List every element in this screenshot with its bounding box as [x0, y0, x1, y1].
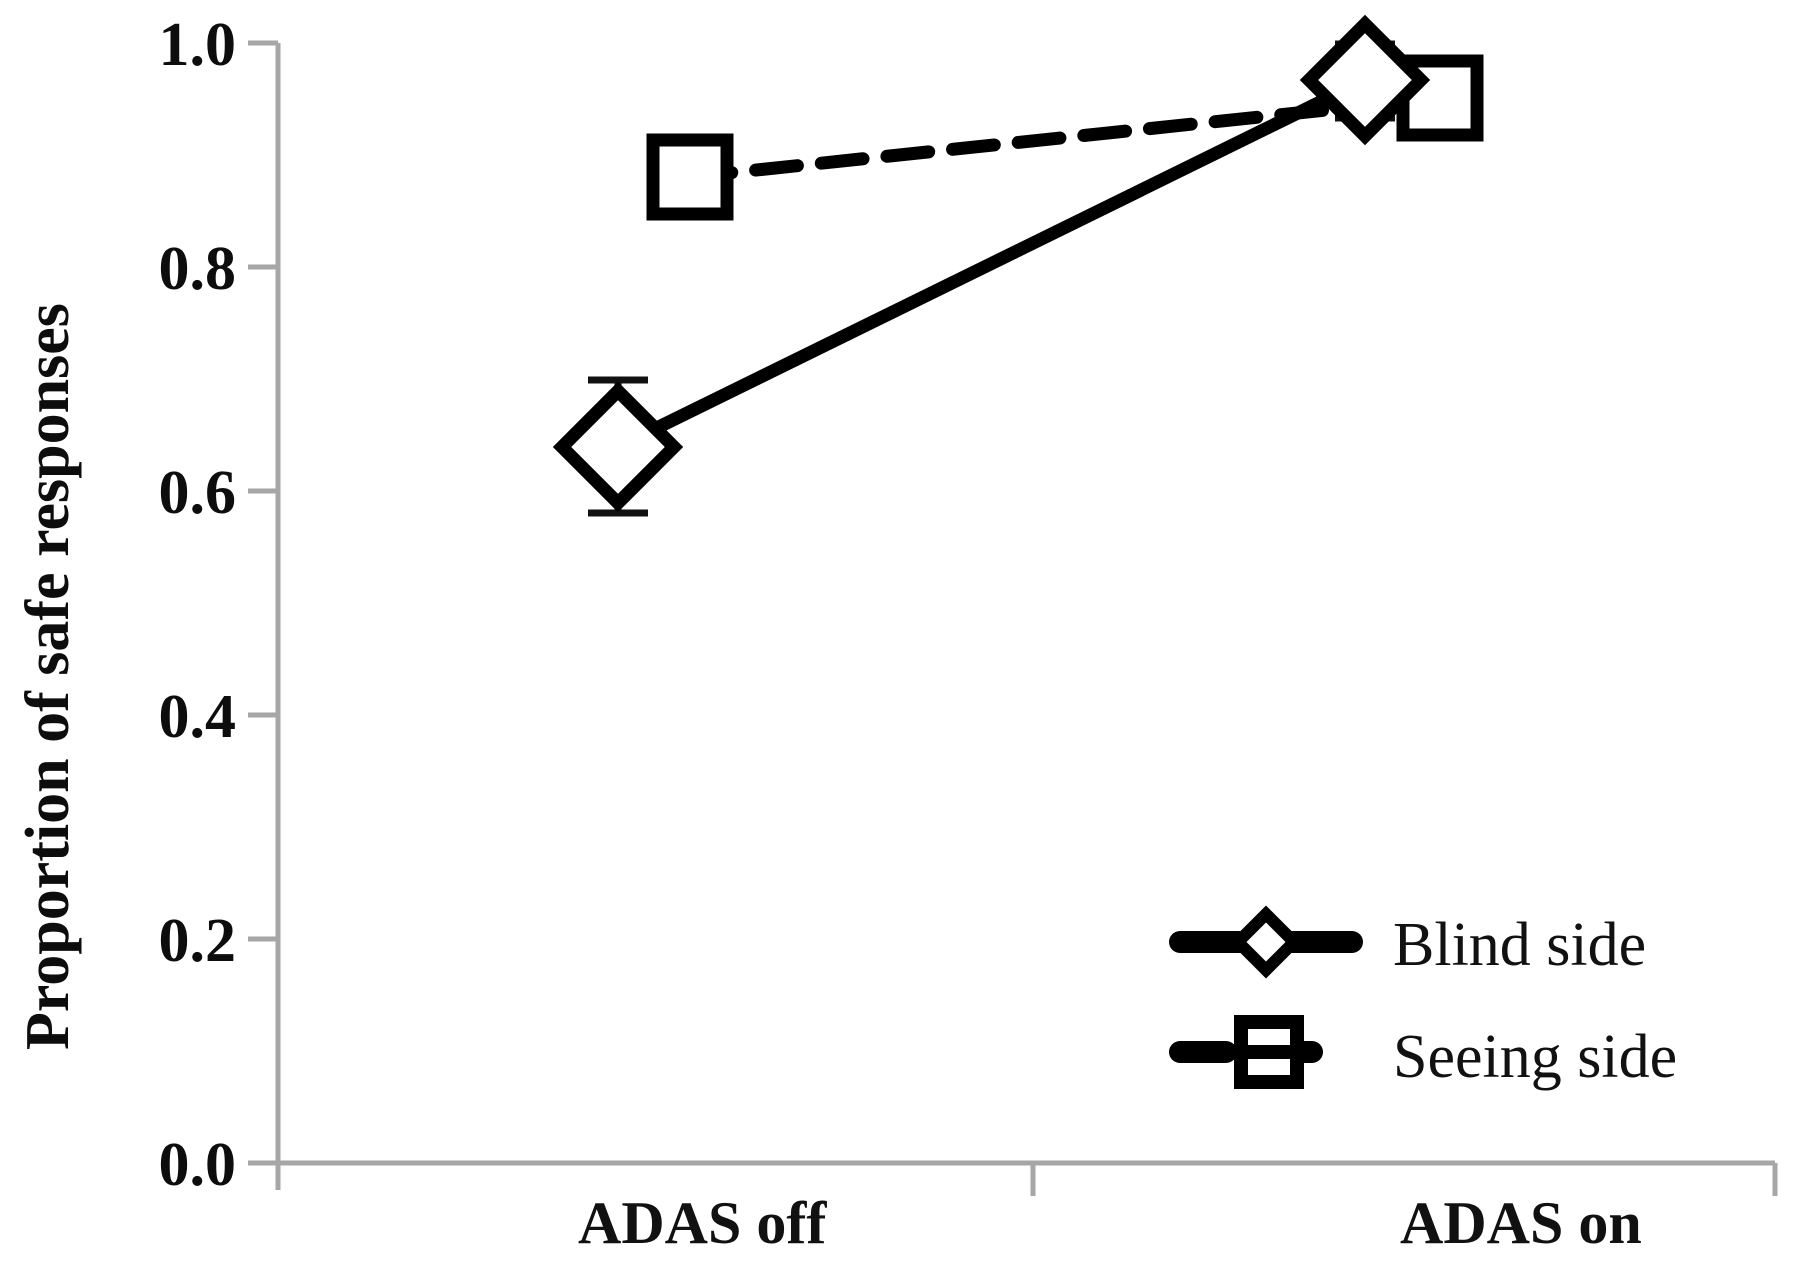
y-tick-label-0.6: 0.6	[159, 459, 237, 527]
x-axis: ADAS off ADAS on	[278, 1160, 1778, 1256]
x-category-label-adas-on: ADAS on	[1400, 1190, 1642, 1256]
legend-label-seeing-side: Seeing side	[1393, 1023, 1677, 1091]
seeing-side-marker-adas-off	[646, 133, 734, 221]
y-axis-label: Proportion of safe responses	[14, 303, 82, 1050]
legend-item-blind-side[interactable]: Blind side	[1169, 905, 1646, 979]
y-axis-label-text: Proportion of safe responses	[14, 303, 82, 1050]
y-tick-label-0.2: 0.2	[159, 907, 237, 975]
legend-item-seeing-side[interactable]: Seeing side	[1169, 1015, 1677, 1091]
series-blind-side	[552, 14, 1431, 517]
y-axis: 1.0 0.8 0.6 0.4 0.2 0.0	[159, 11, 281, 1199]
x-category-label-adas-off: ADAS off	[578, 1190, 827, 1256]
y-tick-label-0.8: 0.8	[159, 235, 237, 303]
legend-label-blind-side: Blind side	[1393, 911, 1646, 979]
y-tick-label-0.4: 0.4	[159, 683, 237, 751]
y-tick-label-1.0: 1.0	[159, 11, 237, 79]
y-tick-label-0.0: 0.0	[159, 1131, 237, 1199]
blind-side-marker-adas-off	[552, 381, 684, 513]
blind-side-marker-adas-on	[1299, 14, 1431, 146]
legend-diamond-open-icon	[1229, 905, 1303, 979]
legend: Blind side Seeing side	[1169, 905, 1677, 1091]
blind-side-line	[611, 73, 1372, 454]
seeing-side-line	[683, 91, 1447, 184]
